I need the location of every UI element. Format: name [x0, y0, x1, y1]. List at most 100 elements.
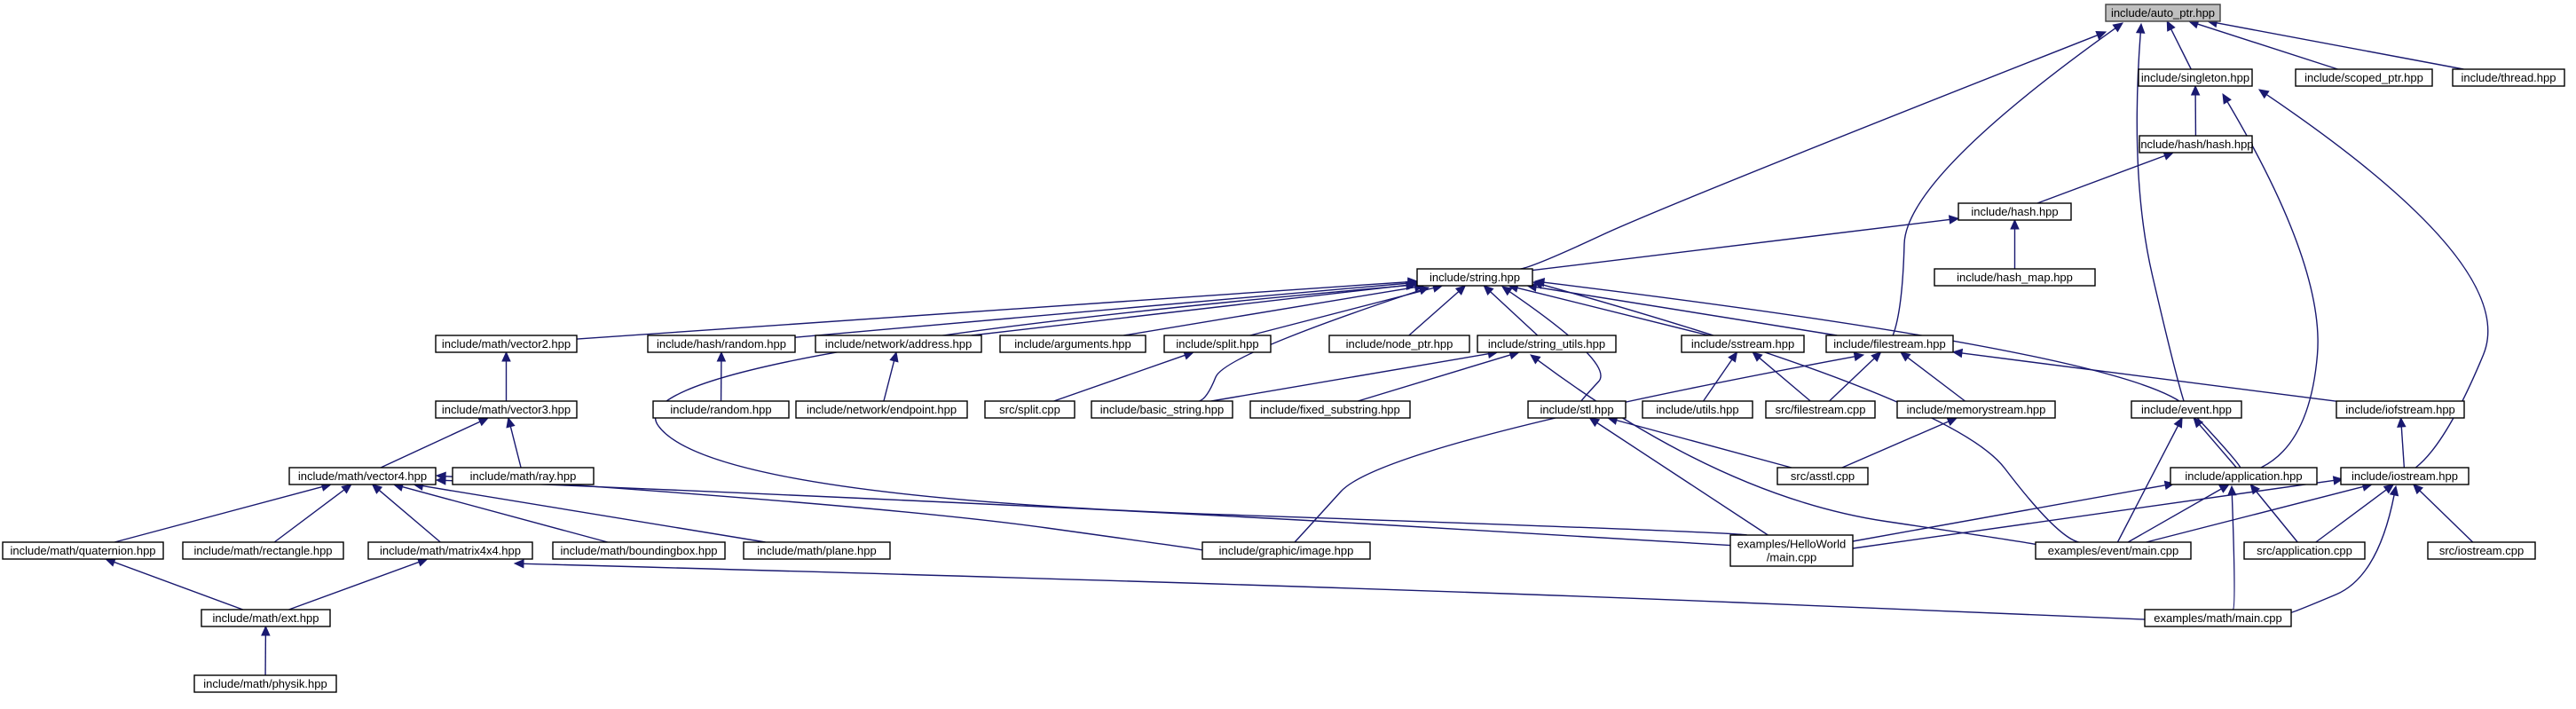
node-hash-random[interactable]: include/hash/random.hpp	[647, 335, 796, 353]
edge-line	[445, 479, 1731, 547]
node-net-endpoint[interactable]: include/network/endpoint.hpp	[795, 400, 968, 419]
node-vector4[interactable]: include/math/vector4.hpp	[288, 467, 437, 485]
edge-iostream-to-singleton	[2257, 89, 2489, 469]
node-hash[interactable]: include/hash.hpp	[1958, 202, 2072, 221]
edge-arrowhead	[2218, 484, 2230, 493]
node-hello-main[interactable]: examples/HelloWorld/main.cpp	[1729, 534, 1854, 567]
node-auto-ptr[interactable]: include/auto_ptr.hpp	[2105, 4, 2221, 22]
node-iostream-cpp[interactable]: src/iostream.cpp	[2427, 541, 2536, 560]
node-vector2[interactable]: include/math/vector2.hpp	[435, 335, 578, 353]
node-asstl[interactable]: src/asstl.cpp	[1776, 467, 1869, 485]
edge-event-to-auto_ptr	[2135, 22, 2185, 402]
node-net-address[interactable]: include/network/address.hpp	[815, 335, 982, 353]
node-boundingbox[interactable]: include/math/boundingbox.hpp	[552, 541, 726, 560]
edge-stl-to-string	[1501, 286, 1602, 402]
node-label: include/sstream.hpp	[1691, 337, 1794, 351]
node-plane[interactable]: include/math/plane.hpp	[743, 541, 891, 560]
node-box	[1825, 335, 1954, 353]
node-matrix4x4[interactable]: include/math/matrix4x4.hpp	[367, 541, 533, 560]
edge-arrowhead	[2193, 417, 2204, 429]
node-application[interactable]: include/application.hpp	[2170, 467, 2318, 485]
node-split-cpp[interactable]: src/split.cpp	[984, 400, 1075, 419]
node-label: examples/HelloWorld/main.cpp	[1737, 538, 1847, 564]
node-split[interactable]: include/split.hpp	[1163, 335, 1272, 353]
edge-line	[1520, 35, 2098, 270]
edge-string-to-hash	[1532, 215, 1960, 272]
node-box	[2340, 467, 2470, 485]
node-box	[193, 674, 337, 693]
node-label: src/split.cpp	[999, 403, 1060, 416]
edge-arrowhead	[477, 417, 490, 427]
node-math-main[interactable]: examples/math/main.cpp	[2144, 609, 2292, 627]
edge-arrowhead	[513, 559, 524, 569]
node-label: include/stl.hpp	[1540, 403, 1613, 416]
node-label: include/hash_map.hpp	[1957, 271, 2073, 284]
edge-hello_main-to-iostream	[1852, 476, 2344, 549]
node-filestream[interactable]: include/filestream.hpp	[1825, 335, 1954, 353]
edge-arrowhead	[2332, 476, 2344, 485]
node-label: include/event.hpp	[2141, 403, 2232, 416]
node-utils[interactable]: include/utils.hpp	[1642, 400, 1753, 419]
node-box	[1163, 335, 1272, 353]
node-box	[435, 335, 578, 353]
edge-line	[1907, 357, 1965, 402]
node-physik[interactable]: include/math/physik.hpp	[193, 674, 337, 693]
node-application-cpp[interactable]: src/application.cpp	[2243, 541, 2366, 560]
edge-line	[1596, 421, 1769, 536]
edge-vector4-to-vector3	[380, 417, 490, 469]
node-basic-string[interactable]: include/basic_string.hpp	[1091, 400, 1233, 419]
node-box	[1477, 335, 1617, 353]
edge-arrowhead	[2257, 89, 2270, 99]
node-box	[795, 400, 968, 419]
edge-matrix4x4-to-vector4	[371, 484, 441, 543]
edge-line	[2116, 425, 2179, 543]
node-label: include/hash/random.hpp	[657, 337, 786, 351]
node-label: include/utils.hpp	[1656, 403, 1738, 416]
edge-ioftream-to-filestream	[1951, 348, 2337, 402]
node-rectangle[interactable]: include/math/rectangle.hpp	[182, 541, 344, 560]
edge-arrowhead	[501, 351, 511, 362]
node-stl[interactable]: include/stl.hpp	[1527, 400, 1627, 419]
edge-arrowhead	[2135, 22, 2146, 34]
edge-event_main-to-string_utils	[1530, 354, 2037, 546]
edge-line	[1123, 286, 1415, 336]
node-string[interactable]: include/string.hpp	[1416, 268, 1533, 287]
node-sstream[interactable]: include/sstream.hpp	[1681, 335, 1805, 353]
node-string-utils[interactable]: include/string_utils.hpp	[1477, 335, 1617, 353]
node-node-ptr[interactable]: include/node_ptr.hpp	[1328, 335, 1470, 353]
edge-hello_main-to-application	[1852, 480, 2176, 542]
node-quaternion[interactable]: include/math/quaternion.hpp	[2, 541, 164, 560]
node-event[interactable]: include/event.hpp	[2131, 400, 2242, 419]
node-hash-map[interactable]: include/hash_map.hpp	[1934, 268, 2096, 287]
node-filestream-cpp[interactable]: src/filestream.cpp	[1765, 400, 1876, 419]
node-hash-hash[interactable]: include/hash/hash.hpp	[2138, 135, 2254, 154]
node-arguments[interactable]: include/arguments.hpp	[999, 335, 1146, 353]
edge-basic_string-to-string_utils	[1211, 349, 1499, 402]
edge-arrowhead	[341, 484, 352, 494]
edge-arrowhead	[1853, 351, 1865, 362]
node-image[interactable]: include/graphic/image.hpp	[1201, 541, 1371, 560]
edge-line	[1294, 356, 1855, 543]
edge-asstl-to-stl	[1606, 415, 1792, 469]
edge-fixed_substring-to-string_utils	[1358, 351, 1520, 402]
node-box	[452, 467, 595, 485]
edge-math_main-to-application	[2227, 484, 2237, 611]
node-box	[2138, 68, 2253, 87]
node-box	[999, 335, 1146, 353]
node-ioftream[interactable]: include/iofstream.hpp	[2336, 400, 2465, 419]
node-thread[interactable]: include/thread.hpp	[2452, 68, 2565, 87]
node-scoped-ptr[interactable]: include/scoped_ptr.hpp	[2295, 68, 2433, 87]
node-label: include/basic_string.hpp	[1100, 403, 1224, 416]
node-math-ext[interactable]: include/math/ext.hpp	[201, 609, 331, 627]
node-iostream[interactable]: include/iostream.hpp	[2340, 467, 2470, 485]
node-event-main[interactable]: examples/event/main.cpp	[2035, 541, 2192, 560]
node-singleton[interactable]: include/singleton.hpp	[2138, 68, 2253, 87]
node-memorystream[interactable]: include/memorystream.hpp	[1896, 400, 2056, 419]
node-ray[interactable]: include/math/ray.hpp	[452, 467, 595, 485]
edge-arrowhead	[1418, 286, 1430, 295]
node-label: src/iostream.cpp	[2439, 544, 2524, 557]
node-vector3[interactable]: include/math/vector3.hpp	[435, 400, 578, 419]
edge-ray-to-vector3	[506, 416, 522, 469]
node-fixed-substring[interactable]: include/fixed_substring.hpp	[1249, 400, 1411, 419]
node-random[interactable]: include/random.hpp	[652, 400, 790, 419]
